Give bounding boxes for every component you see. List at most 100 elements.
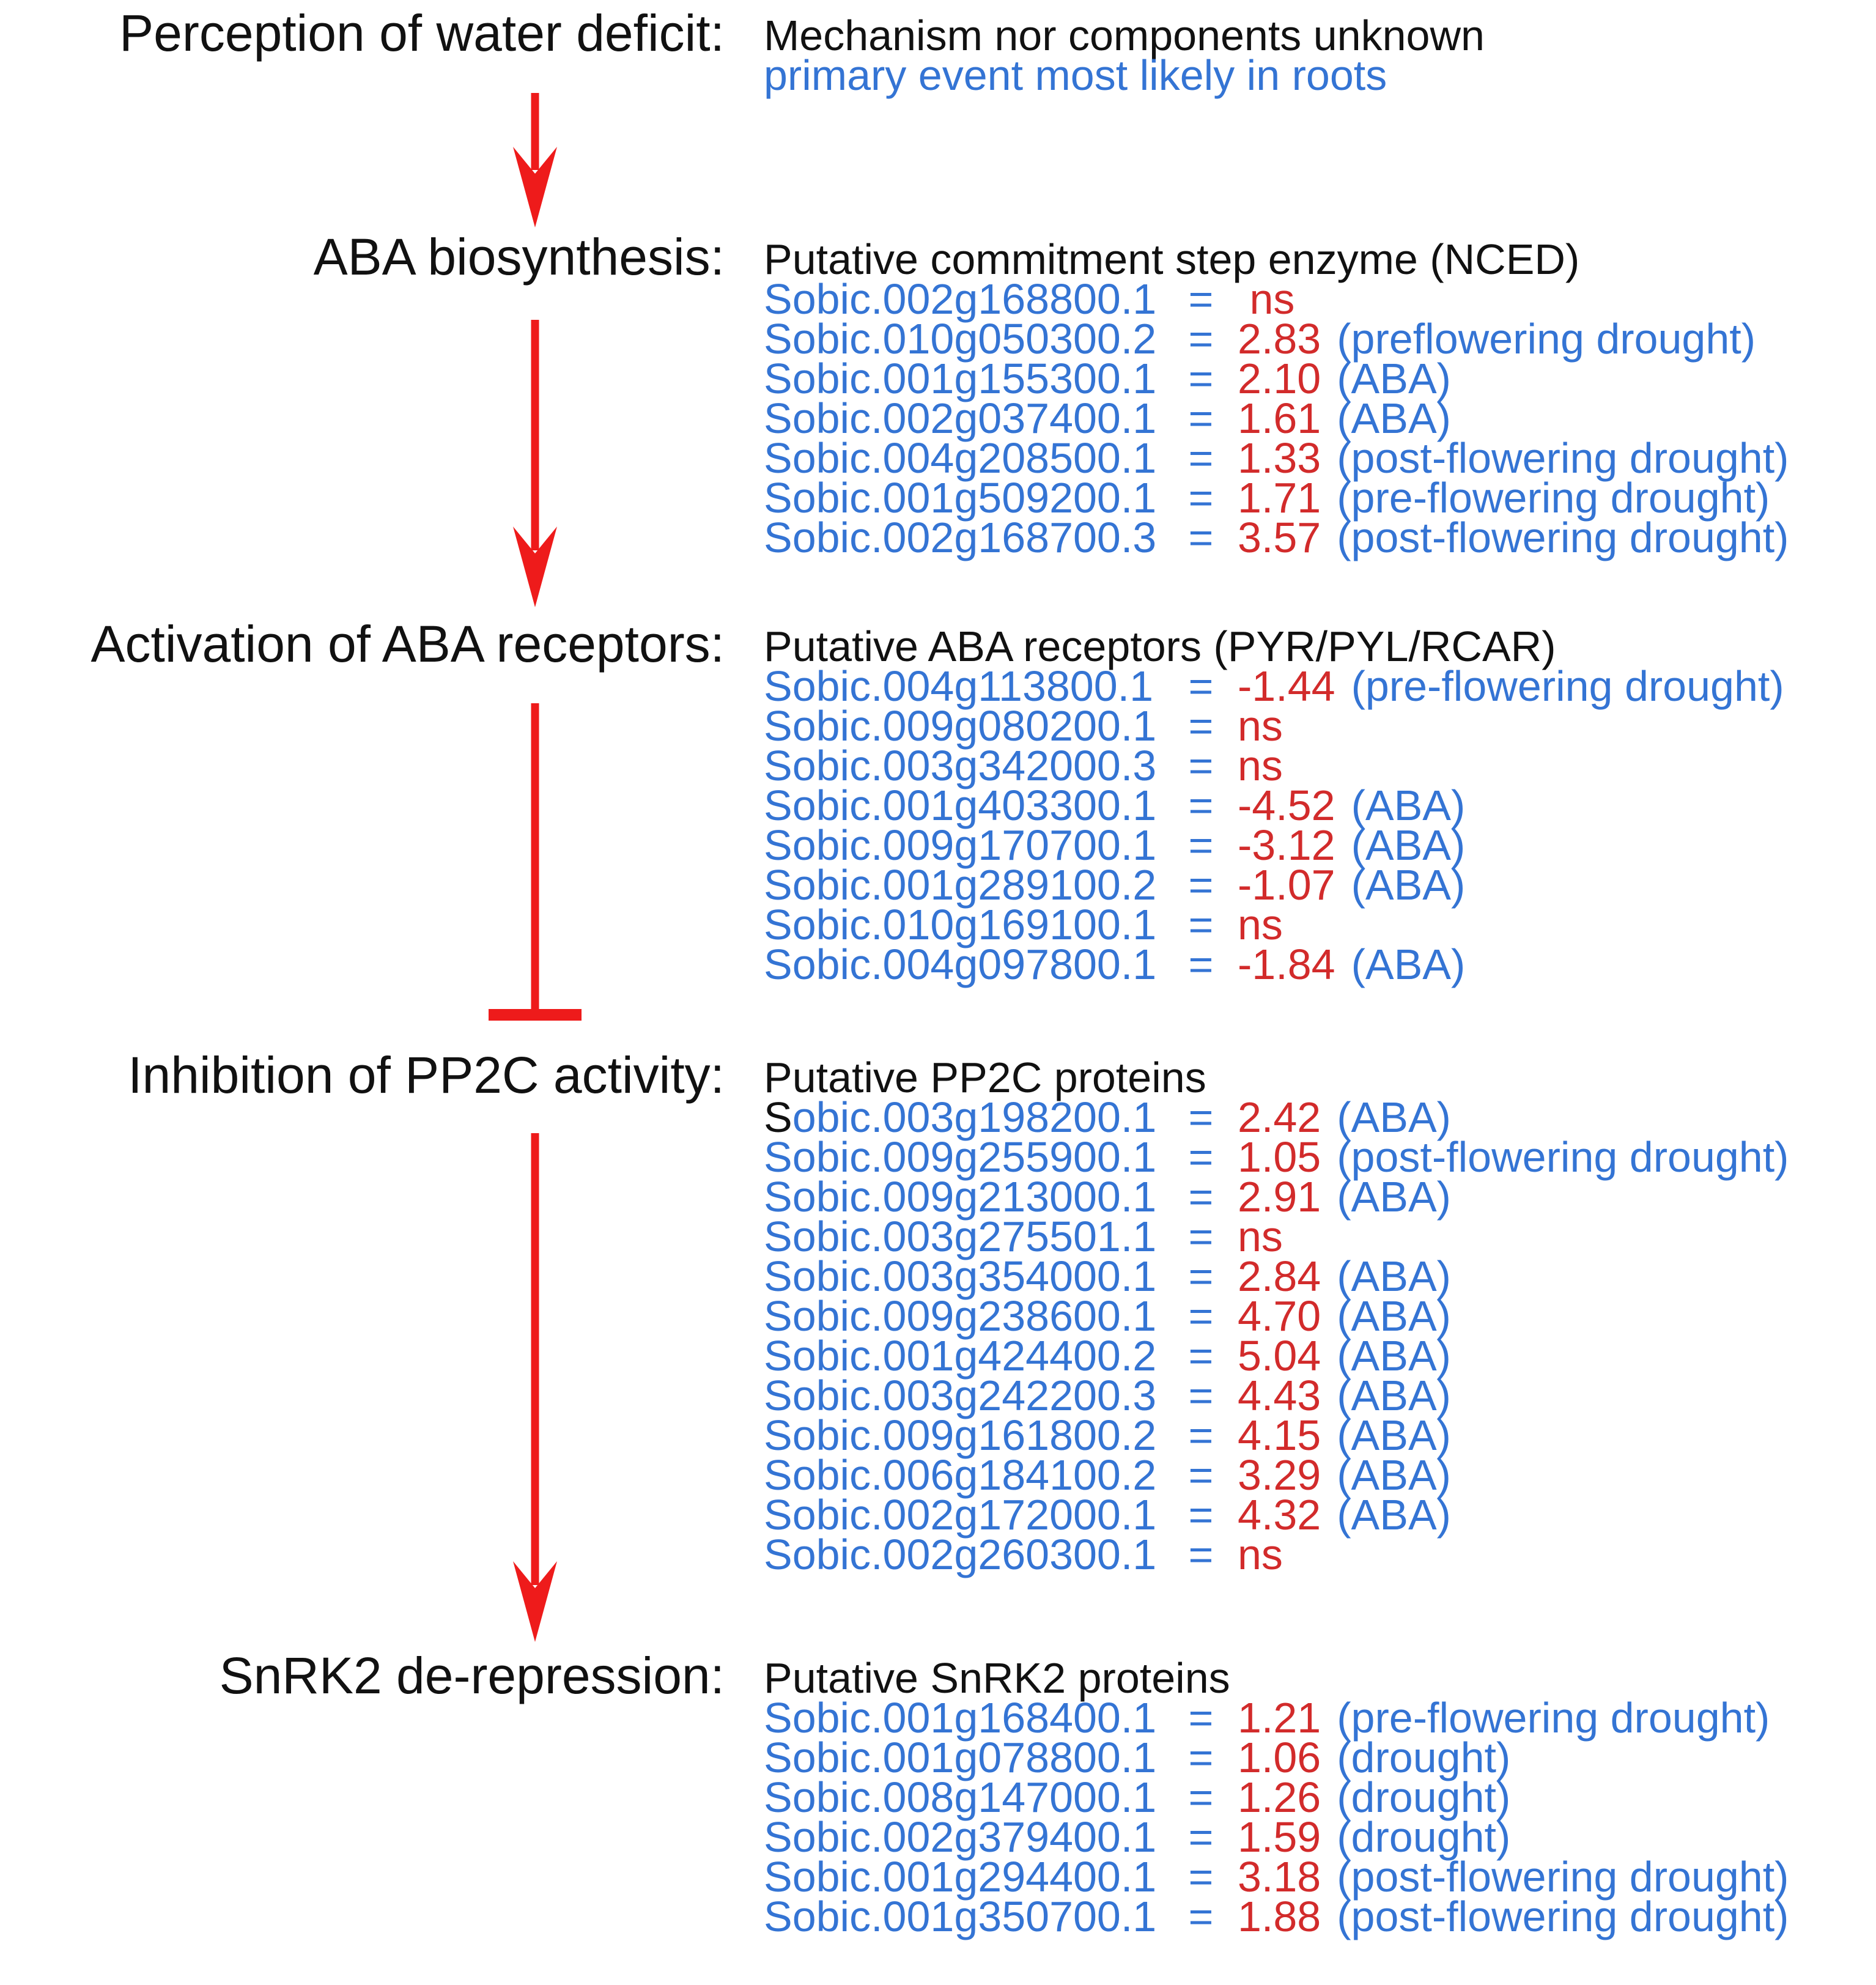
equals-sign: =: [1188, 742, 1214, 789]
gene-row: Sobic.010g050300.2=2.83(preflowering dro…: [764, 315, 1789, 363]
gene-id: Sobic.009g080200.1: [764, 702, 1157, 750]
gene-row: Sobic.009g080200.1=ns: [764, 702, 1784, 750]
equals-sign: =: [1188, 1332, 1214, 1380]
gene-row: Sobic.002g260300.1=ns: [764, 1531, 1789, 1578]
equals-sign: =: [1188, 315, 1214, 363]
gene-id: Sobic.001g168400.1: [764, 1694, 1157, 1742]
expression-value: 1.71: [1238, 474, 1321, 522]
stage-label: ABA biosynthesis:: [313, 228, 725, 286]
stage-header: Mechanism nor components unknown: [764, 12, 1485, 59]
gene-row: Sobic.009g255900.1=1.05(post-flowering d…: [764, 1133, 1789, 1181]
gene-id: Sobic.003g275501.1: [764, 1213, 1157, 1260]
gene-id: Sobic.004g097800.1: [764, 941, 1157, 988]
gene-row: Sobic.004g208500.1=1.33(post-flowering d…: [764, 434, 1789, 482]
equals-sign: =: [1188, 474, 1214, 522]
expression-value: ns: [1238, 1531, 1283, 1578]
expression-value: ns: [1238, 901, 1283, 948]
gene-id: Sobic.002g168800.1: [764, 275, 1157, 323]
gene-id: Sobic.004g208500.1: [764, 434, 1157, 482]
gene-id: Sobic.010g050300.2: [764, 315, 1157, 363]
condition-note: (ABA): [1337, 1451, 1451, 1499]
condition-note: (drought): [1337, 1813, 1511, 1861]
gene-row: Sobic.009g170700.1=-3.12(ABA): [764, 821, 1784, 869]
equals-sign: =: [1188, 1173, 1214, 1221]
condition-note: (ABA): [1337, 1491, 1451, 1539]
expression-value: ns: [1238, 275, 1295, 323]
equals-sign: =: [1188, 1133, 1214, 1181]
gene-row: Sobic.002g168700.3=3.57(post-flowering d…: [764, 514, 1789, 561]
equals-sign: =: [1188, 1491, 1214, 1539]
expression-value: 5.04: [1238, 1332, 1321, 1380]
expression-value: 1.05: [1238, 1133, 1321, 1181]
stage-body: Putative SnRK2 proteins Sobic.001g168400…: [764, 1654, 1789, 1940]
expression-value: 2.42: [1238, 1093, 1321, 1141]
gene-row: Sobic.001g350700.1=1.88(post-flowering d…: [764, 1893, 1789, 1940]
gene-id: Sobic.002g172000.1: [764, 1491, 1157, 1539]
gene-row: Sobic.001g294400.1=3.18(post-flowering d…: [764, 1853, 1789, 1901]
equals-sign: =: [1188, 1734, 1214, 1781]
equals-sign: =: [1188, 1813, 1214, 1861]
expression-value: -1.44: [1238, 662, 1335, 710]
expression-value: -1.07: [1238, 861, 1335, 909]
stage-header: Putative SnRK2 proteins: [764, 1654, 1230, 1702]
gene-row: Sobic.009g238600.1=4.70(ABA): [764, 1292, 1789, 1340]
gene-row: Sobic.002g037400.1=1.61(ABA): [764, 394, 1789, 442]
gene-row: Sobic.002g172000.1 = 4.32 (ABA): [764, 1491, 1789, 1539]
gene-id: Sobic.009g255900.1: [764, 1133, 1157, 1181]
condition-note: (post-flowering drought): [1337, 1893, 1789, 1940]
expression-value: 2.10: [1238, 355, 1321, 402]
expression-value: 4.70: [1238, 1292, 1321, 1340]
expression-value: 2.83: [1238, 315, 1321, 363]
gene-row: Sobic.003g354000.1=2.84(ABA): [764, 1252, 1789, 1300]
gene-id: Sobic.001g289100.2: [764, 861, 1157, 909]
condition-note: (ABA): [1337, 394, 1451, 442]
flow-arrow-icon: [513, 1133, 557, 1642]
gene-row: Sobic.010g169100.1=ns: [764, 901, 1784, 948]
equals-sign: =: [1188, 782, 1214, 829]
gene-id: Sobic.002g168700.3: [764, 514, 1157, 561]
equals-sign: =: [1188, 434, 1214, 482]
gene-id: Sobic.009g161800.2: [764, 1411, 1157, 1459]
expression-value: -4.52: [1238, 782, 1335, 829]
condition-note: (pre-flowering drought): [1351, 662, 1784, 710]
stage-body: Putative ABA receptors (PYR/PYL/RCAR) So…: [764, 625, 1784, 988]
gene-row: Sobic.001g289100.2=-1.07(ABA): [764, 861, 1784, 909]
equals-sign: =: [1188, 1853, 1214, 1901]
gene-id: Sobic.009g238600.1: [764, 1292, 1157, 1340]
gene-row: Sobic.003g198200.1=2.42(ABA): [764, 1093, 1789, 1141]
gene-list: Sobic.004g113800.1=-1.44(pre-flowering d…: [764, 662, 1784, 988]
gene-row: Sobic.001g509200.1=1.71(pre-flowering dr…: [764, 474, 1789, 522]
equals-sign: =: [1188, 1451, 1214, 1499]
gene-id: Sobic.001g294400.1: [764, 1853, 1157, 1901]
equals-sign: =: [1188, 1773, 1214, 1821]
equals-sign: =: [1188, 355, 1214, 402]
stage-body: Mechanism nor components unknown primary…: [764, 12, 1485, 97]
equals-sign: =: [1188, 1292, 1214, 1340]
gene-row: Sobic.003g342000.3=ns: [764, 742, 1784, 789]
expression-value: 2.91: [1238, 1173, 1321, 1221]
expression-value: 2.84: [1238, 1252, 1321, 1300]
gene-id: Sobic.003g198200.1: [764, 1093, 1157, 1141]
stage-body: Putative commitment step enzyme (NCED) S…: [764, 238, 1789, 561]
equals-sign: =: [1188, 901, 1214, 948]
condition-note: (ABA): [1351, 821, 1466, 869]
expression-value: 1.26: [1238, 1773, 1321, 1821]
gene-id: Sobic.006g184100.2: [764, 1451, 1157, 1499]
stage-body: Putative PP2C proteins Sobic.003g198200.…: [764, 1056, 1789, 1578]
condition-note: (ABA): [1337, 1252, 1451, 1300]
expression-value: 3.29: [1238, 1451, 1321, 1499]
gene-id: Sobic.001g078800.1: [764, 1734, 1157, 1781]
gene-id: Sobic.001g350700.1: [764, 1893, 1157, 1940]
equals-sign: =: [1188, 1252, 1214, 1300]
condition-note: (post-flowering drought): [1337, 434, 1789, 482]
expression-value: 1.61: [1238, 394, 1321, 442]
gene-id: Sobic.002g379400.1: [764, 1813, 1157, 1861]
condition-note: (ABA): [1351, 941, 1466, 988]
equals-sign: =: [1188, 275, 1214, 323]
condition-note: (ABA): [1337, 1173, 1451, 1221]
equals-sign: =: [1188, 1213, 1214, 1260]
condition-note: (post-flowering drought): [1337, 514, 1789, 561]
expression-value: 4.32: [1238, 1491, 1321, 1539]
stage-label: Inhibition of PP2C activity:: [128, 1046, 725, 1104]
